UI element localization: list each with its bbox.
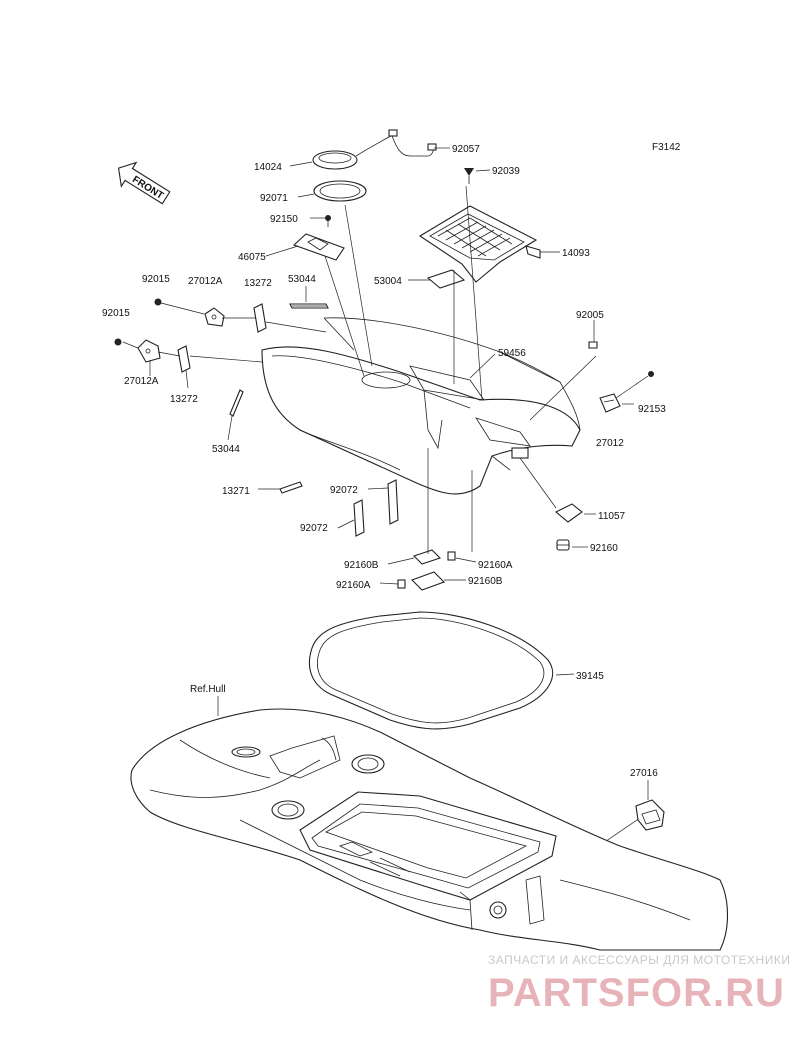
label-92150: 92150 xyxy=(270,214,298,225)
label-11057: 11057 xyxy=(598,511,626,522)
label-13271: 13271 xyxy=(222,486,250,497)
label-92071: 92071 xyxy=(260,193,288,204)
label-92072-upper: 92072 xyxy=(330,485,358,496)
seat-cover-assembly xyxy=(114,129,654,591)
front-arrow-icon: FRONT xyxy=(117,161,171,205)
label-27016: 27016 xyxy=(630,768,658,779)
label-59456: 59456 xyxy=(498,348,526,359)
label-27012A-lower: 27012A xyxy=(124,376,159,387)
label-92015-lower: 92015 xyxy=(102,308,130,319)
label-27012A-upper: 27012A xyxy=(188,276,223,287)
label-53004: 53004 xyxy=(374,276,402,287)
label-92039: 92039 xyxy=(492,166,520,177)
label-92160B-left: 92160B xyxy=(344,560,379,571)
label-13272-lower: 13272 xyxy=(170,394,198,405)
label-92160B-right: 92160B xyxy=(468,576,503,587)
hull-reference xyxy=(130,708,728,951)
label-46075: 46075 xyxy=(238,252,266,263)
label-92057: 92057 xyxy=(452,144,480,155)
label-92072-lower: 92072 xyxy=(300,523,328,534)
label-14093: 14093 xyxy=(562,248,590,259)
label-39145: 39145 xyxy=(576,671,604,682)
gasket-39145 xyxy=(308,611,554,730)
part-labels: 14024 92057 92071 92039 92150 46075 1409… xyxy=(102,144,666,779)
label-ref-hull: Ref.Hull xyxy=(190,684,226,695)
watermark: ЗАПЧАСТИ И АКСЕССУАРЫ ДЛЯ МОТОТЕХНИКИ PA… xyxy=(488,953,790,1015)
watermark-tagline: ЗАПЧАСТИ И АКСЕССУАРЫ ДЛЯ МОТОТЕХНИКИ xyxy=(488,953,790,967)
label-92005: 92005 xyxy=(576,310,604,321)
label-14024: 14024 xyxy=(254,162,282,173)
label-92015-upper: 92015 xyxy=(142,274,170,285)
watermark-logo: PARTSFOR.RU xyxy=(488,971,785,1015)
cap-14024 xyxy=(312,150,358,170)
label-53044-lower: 53044 xyxy=(212,444,240,455)
label-13272-upper: 13272 xyxy=(244,278,272,289)
label-92160A-left: 92160A xyxy=(336,580,371,591)
label-92153: 92153 xyxy=(638,404,666,415)
label-92160: 92160 xyxy=(590,543,618,554)
label-53044-upper: 53044 xyxy=(288,274,316,285)
label-27012: 27012 xyxy=(596,438,624,449)
figure-code: F3142 xyxy=(652,142,681,153)
label-92160A-right: 92160A xyxy=(478,560,513,571)
